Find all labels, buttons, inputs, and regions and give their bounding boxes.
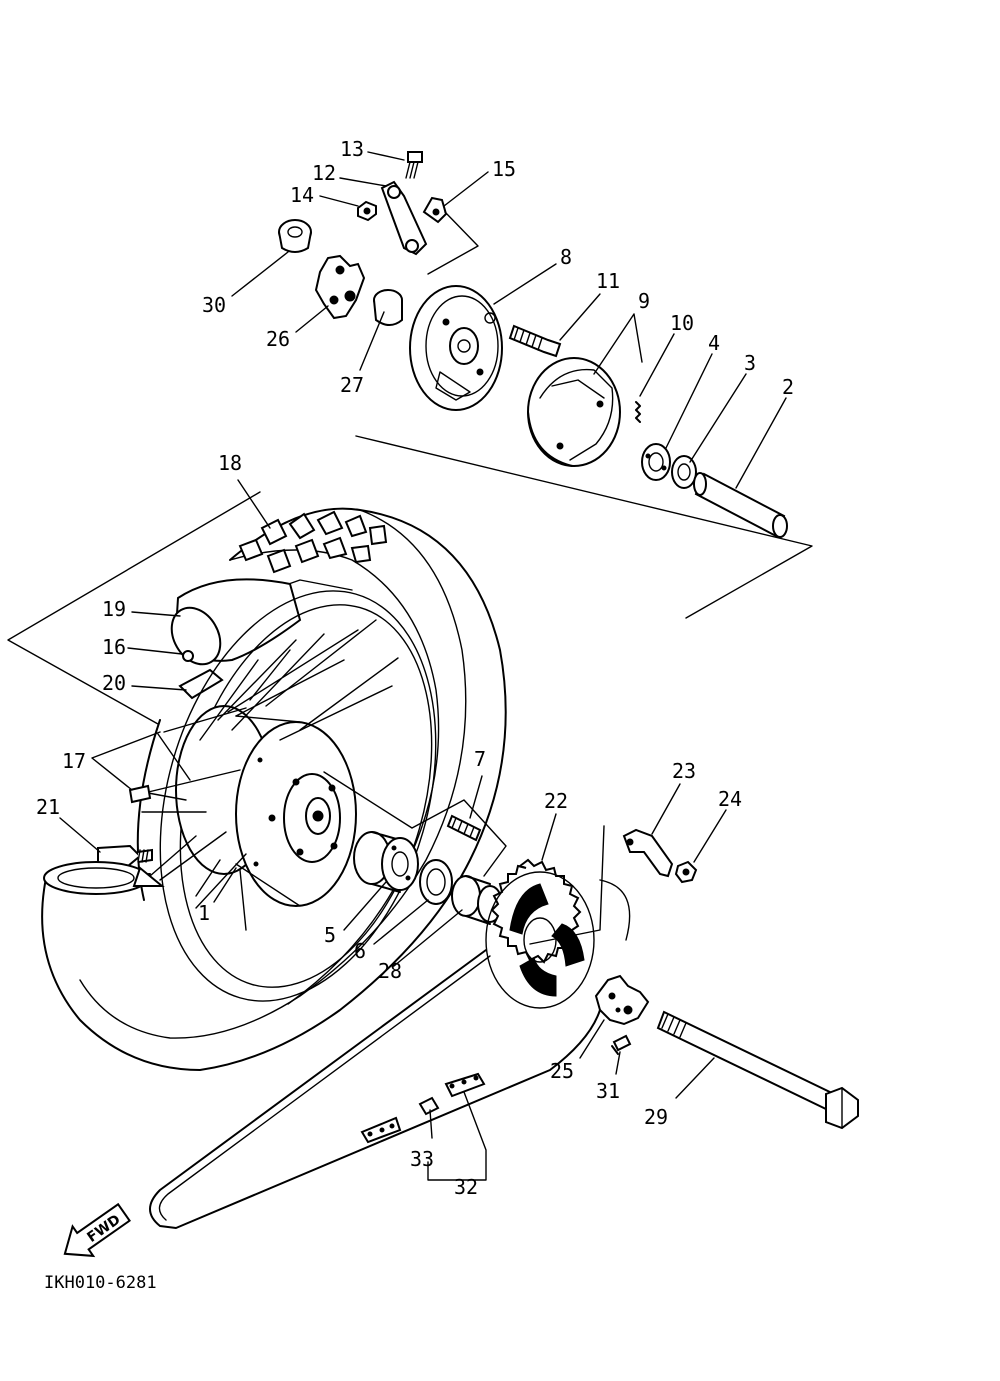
wheel-bearing-left [641,443,671,481]
chain-puller-right [594,974,650,1026]
spacer-collar [373,289,403,326]
callout-14: 14 [290,183,314,207]
lever-nut [357,200,377,222]
callout-9: 9 [638,289,650,313]
callout-12: 12 [312,161,336,185]
fwd-arrow-icon: FWD [63,1202,131,1258]
spoke-nipple [128,769,241,804]
driven-sprocket [485,858,595,1009]
oil-seal-left [671,455,697,489]
wear-indicator-plate [422,196,448,224]
chain-joint [444,1072,486,1098]
callout-28: 28 [378,959,402,983]
spoke-set [131,619,399,931]
wheel-axle [656,1010,859,1130]
callout-33: 33 [410,1147,434,1171]
callout-6: 6 [354,939,366,963]
chain-puller [622,828,674,878]
rim-band [178,668,224,700]
lever-assembly-bracket [427,211,479,275]
stud-bolt [446,814,482,842]
callout-10: 10 [670,311,694,335]
tire-tread [238,510,388,574]
callout-2: 2 [782,375,794,399]
callout-29: 29 [644,1105,668,1129]
callout-labels: 13 12 15 14 8 11 30 9 10 26 4 3 27 2 18 … [36,137,794,1199]
brake-camshaft [508,324,562,358]
sprocket-collar [451,875,503,925]
callout-21: 21 [36,795,60,819]
callout-23: 23 [672,759,696,783]
callout-7: 7 [474,747,486,771]
spoke-line-upper [163,707,247,733]
tire-cutaway [43,861,165,895]
rim-lock [97,844,153,867]
callout-24: 24 [718,787,742,811]
drive-chain [149,879,631,1229]
callout-22: 22 [544,789,568,813]
callout-3: 3 [744,351,756,375]
oil-seal-right [419,859,453,905]
brake-shoe-set [527,357,621,467]
wheel-bearing-right [353,831,419,893]
hub-plate [314,254,366,320]
rear-tire [41,507,507,1071]
brake-group-bracket [355,435,813,619]
drawing-code: IKH010-6281 [44,1273,157,1293]
callout-26: 26 [266,327,290,351]
brake-shoe-spring [635,401,641,423]
callout-19: 19 [102,597,126,621]
callout-27: 27 [340,373,364,397]
callout-4: 4 [708,331,720,355]
callout-13: 13 [340,137,364,161]
sprocket-group-bracket [529,825,605,945]
callout-18: 18 [218,451,242,475]
tire-group-bracket [7,491,261,725]
axle-nut [674,860,698,884]
callout-15: 15 [492,157,516,181]
callout-11: 11 [596,269,620,293]
chain-puller-bolt [611,1034,632,1055]
callout-16: 16 [102,635,126,659]
valve-nut [182,650,194,662]
callout-25: 25 [550,1059,574,1083]
brake-camshaft-bolt [405,151,423,179]
camshaft-lever [380,180,428,256]
wheel-hub [175,705,357,907]
leader-lines [59,151,787,1181]
callout-17: 17 [62,749,86,773]
chain-link-plate [360,1116,402,1144]
callout-32: 32 [454,1175,478,1199]
inner-tube [170,578,302,666]
callout-5: 5 [324,923,336,947]
callout-1: 1 [198,901,210,925]
collar-nut [278,219,312,253]
wheel-spacer-tube [693,472,788,538]
callout-30: 30 [202,293,226,317]
chain-clip [418,1096,440,1116]
callout-20: 20 [102,671,126,695]
callout-8: 8 [560,245,572,269]
hub-parts-bracket [323,771,507,877]
callout-31: 31 [596,1079,620,1103]
brake-shoe-plate [409,285,503,411]
